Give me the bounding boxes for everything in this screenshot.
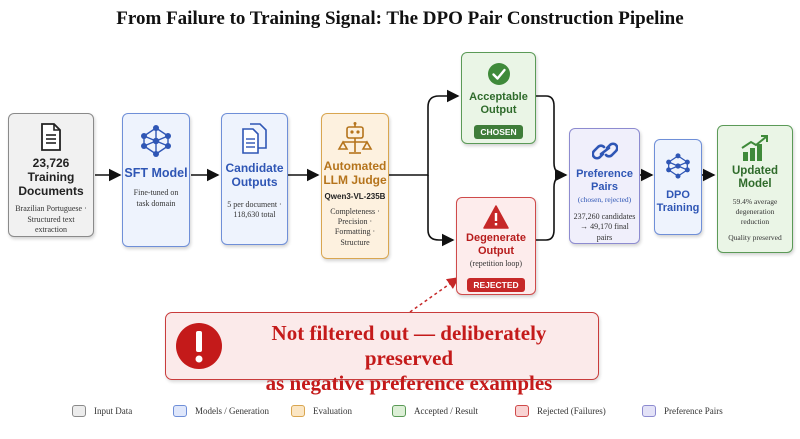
judge-title-1: Automated bbox=[323, 159, 387, 173]
legend-swatch bbox=[392, 405, 406, 417]
acceptable-title-1: Acceptable bbox=[469, 91, 528, 103]
pairs-title-2: Pairs bbox=[591, 180, 618, 193]
judge-title-2: LLM Judge bbox=[323, 172, 387, 187]
arrow-degenerate-pairs bbox=[536, 174, 567, 241]
updated-title-2: Model bbox=[738, 178, 772, 191]
legend-swatch bbox=[291, 405, 305, 417]
updated-subtitle: 59.4% average degeneration reduction bbox=[732, 197, 778, 226]
page-title: From Failure to Training Signal: The DPO… bbox=[116, 8, 684, 29]
pairs-note: (chosen, rejected) bbox=[577, 195, 632, 205]
legend-swatch bbox=[642, 405, 656, 417]
neural-network-icon bbox=[141, 125, 171, 157]
chosen-badge: CHOSEN bbox=[474, 125, 523, 140]
neural-network-icon bbox=[666, 153, 690, 179]
legend-swatch bbox=[173, 405, 187, 417]
node-input-documents: 23,726 Training Documents Brazilian Port… bbox=[8, 113, 94, 237]
dpo-title-1: DPO bbox=[666, 189, 690, 201]
legend-label: Evaluation bbox=[313, 406, 352, 416]
link-icon bbox=[591, 142, 618, 160]
legend-item-rejected: Rejected (Failures) bbox=[515, 404, 606, 418]
legend-label: Input Data bbox=[94, 406, 133, 416]
input-title-2: Documents bbox=[18, 183, 84, 198]
node-llm-judge: Automated LLM Judge Qwen3-VL-235B Comple… bbox=[321, 113, 389, 259]
exclamation-circle-icon bbox=[176, 323, 222, 369]
arrow-judge-degenerate bbox=[427, 175, 455, 247]
document-icon bbox=[41, 123, 61, 151]
legend-item-evaluation: Evaluation bbox=[291, 404, 352, 418]
input-count: 23,726 bbox=[32, 156, 70, 170]
updated-title-1: Updated bbox=[732, 165, 778, 177]
sft-title: SFT Model bbox=[124, 166, 188, 180]
candidates-title-1: Candidate bbox=[225, 161, 284, 175]
documents-icon bbox=[241, 123, 267, 154]
growth-chart-icon bbox=[741, 135, 768, 161]
callout-negative-examples: Not filtered out — deliberately preserve… bbox=[165, 312, 599, 395]
node-acceptable-output: Acceptable Output CHOSEN bbox=[461, 52, 536, 144]
legend-item-accepted: Accepted / Result bbox=[392, 404, 478, 418]
legend-label: Accepted / Result bbox=[414, 406, 478, 416]
candidates-subtitle: 5 per document · 118,630 total bbox=[227, 199, 282, 219]
legend-swatch bbox=[515, 405, 529, 417]
node-candidate-outputs: Candidate Outputs 5 per document · 118,6… bbox=[221, 113, 288, 245]
arrow-callout-degenerate bbox=[409, 277, 460, 313]
legend-label: Models / Generation bbox=[195, 406, 269, 416]
arrow-acceptable-pairs bbox=[536, 95, 568, 182]
legend-item-input: Input Data bbox=[72, 404, 132, 418]
node-sft-model: SFT Model Fine-tuned on task domain bbox=[122, 113, 190, 247]
input-subtitle: Brazilian Portuguese · Structured text e… bbox=[15, 204, 87, 235]
rejected-badge: REJECTED bbox=[467, 277, 525, 292]
robot-judge-icon bbox=[337, 122, 373, 154]
legend-label: Preference Pairs bbox=[664, 406, 723, 416]
judge-model: Qwen3-VL-235B bbox=[324, 191, 386, 201]
legend-item-pairs: Preference Pairs bbox=[642, 404, 723, 418]
legend-swatch bbox=[72, 405, 86, 417]
node-updated-model: Updated Model 59.4% average degeneration… bbox=[717, 125, 793, 253]
candidates-title-2: Outputs bbox=[231, 174, 278, 189]
callout-line-2: as negative preference examples bbox=[265, 371, 553, 396]
judge-criteria: Completeness · Precision · Formatting · … bbox=[330, 206, 380, 247]
node-preference-pairs: Preference Pairs (chosen, rejected) 237,… bbox=[569, 128, 640, 244]
legend-item-models: Models / Generation bbox=[173, 404, 269, 418]
updated-note: Quality preserved bbox=[728, 232, 782, 242]
degenerate-title-2: Output bbox=[477, 244, 515, 257]
legend-label: Rejected (Failures) bbox=[537, 406, 606, 416]
node-dpo-training: DPO Training bbox=[654, 139, 702, 235]
acceptable-title-2: Output bbox=[480, 103, 517, 116]
check-circle-icon bbox=[487, 63, 510, 85]
degenerate-title-1: Degenerate bbox=[466, 232, 526, 244]
warning-icon bbox=[483, 205, 509, 229]
node-degenerate-output: Degenerate Output (repetition loop) REJE… bbox=[456, 197, 536, 295]
pairs-subtitle: 237,260 candidates → 49,170 final pairs bbox=[573, 212, 636, 242]
callout-line-1: Not filtered out — deliberately preserve… bbox=[271, 321, 547, 371]
arrow-judge-acceptable bbox=[389, 89, 460, 176]
callout-text: Not filtered out — deliberately preserve… bbox=[228, 321, 590, 397]
pairs-title-1: Preference bbox=[576, 168, 633, 180]
sft-subtitle: Fine-tuned on task domain bbox=[133, 188, 179, 208]
dpo-title-2: Training bbox=[656, 201, 700, 214]
degenerate-note: (repetition loop) bbox=[469, 259, 523, 269]
input-title-1: Training bbox=[27, 169, 75, 184]
